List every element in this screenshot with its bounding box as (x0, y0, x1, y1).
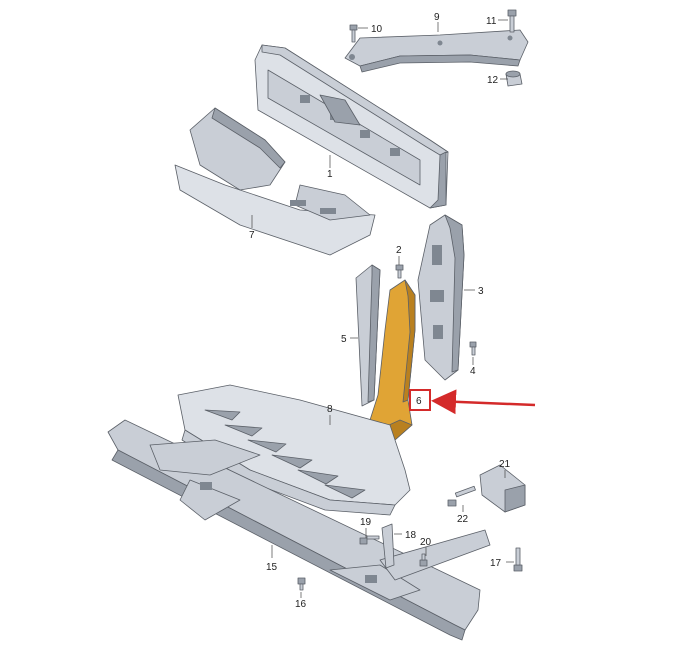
bolt-11 (507, 9, 517, 33)
side-bracket-right (417, 214, 465, 381)
clip-18 (381, 523, 395, 569)
callout-18: 18 (405, 530, 417, 541)
bolt-16 (297, 577, 306, 591)
callout-9: 9 (434, 12, 440, 23)
bolt-10 (349, 24, 358, 43)
callout-17: 17 (490, 558, 502, 569)
callout-3: 3 (478, 286, 484, 297)
callout-11: 11 (486, 16, 497, 27)
bolt-4 (469, 341, 477, 356)
callout-1: 1 (327, 169, 333, 180)
air-guide-upper (174, 107, 376, 256)
callout-2: 2 (396, 245, 402, 256)
bolt-22 (447, 485, 476, 507)
pointer-arrow (431, 389, 536, 415)
callout-20: 20 (420, 537, 432, 548)
side-rail-left (355, 264, 381, 407)
callout-12: 12 (487, 75, 499, 86)
undertray-slats (204, 409, 366, 499)
bolt-2 (395, 264, 404, 279)
nut-12 (505, 70, 523, 87)
upper-support-panel (254, 44, 449, 209)
callout-6-highlight-box (409, 389, 431, 411)
callout-5: 5 (341, 334, 347, 345)
callout-15: 15 (266, 562, 278, 573)
lower-cross-member (107, 419, 491, 641)
upper-cross-bracket (344, 29, 529, 73)
callout-10: 10 (371, 24, 383, 35)
callout-7: 7 (249, 230, 255, 241)
lower-undertray (177, 384, 411, 516)
leader-lines (251, 19, 514, 598)
bracket-21 (479, 464, 526, 513)
bolt-20 (419, 553, 428, 567)
callout-16: 16 (295, 599, 307, 610)
callout-6: 6 (416, 396, 422, 407)
callout-8: 8 (327, 404, 333, 415)
callout-labels: 10 9 11 12 1 7 2 3 4 5 6 8 21 22 19 18 2… (249, 12, 511, 610)
bolt-19 (359, 535, 380, 545)
callout-4: 4 (470, 366, 476, 377)
callout-21: 21 (499, 459, 511, 470)
callout-19: 19 (360, 517, 372, 528)
bolt-17 (513, 547, 523, 572)
callout-22: 22 (457, 514, 469, 525)
